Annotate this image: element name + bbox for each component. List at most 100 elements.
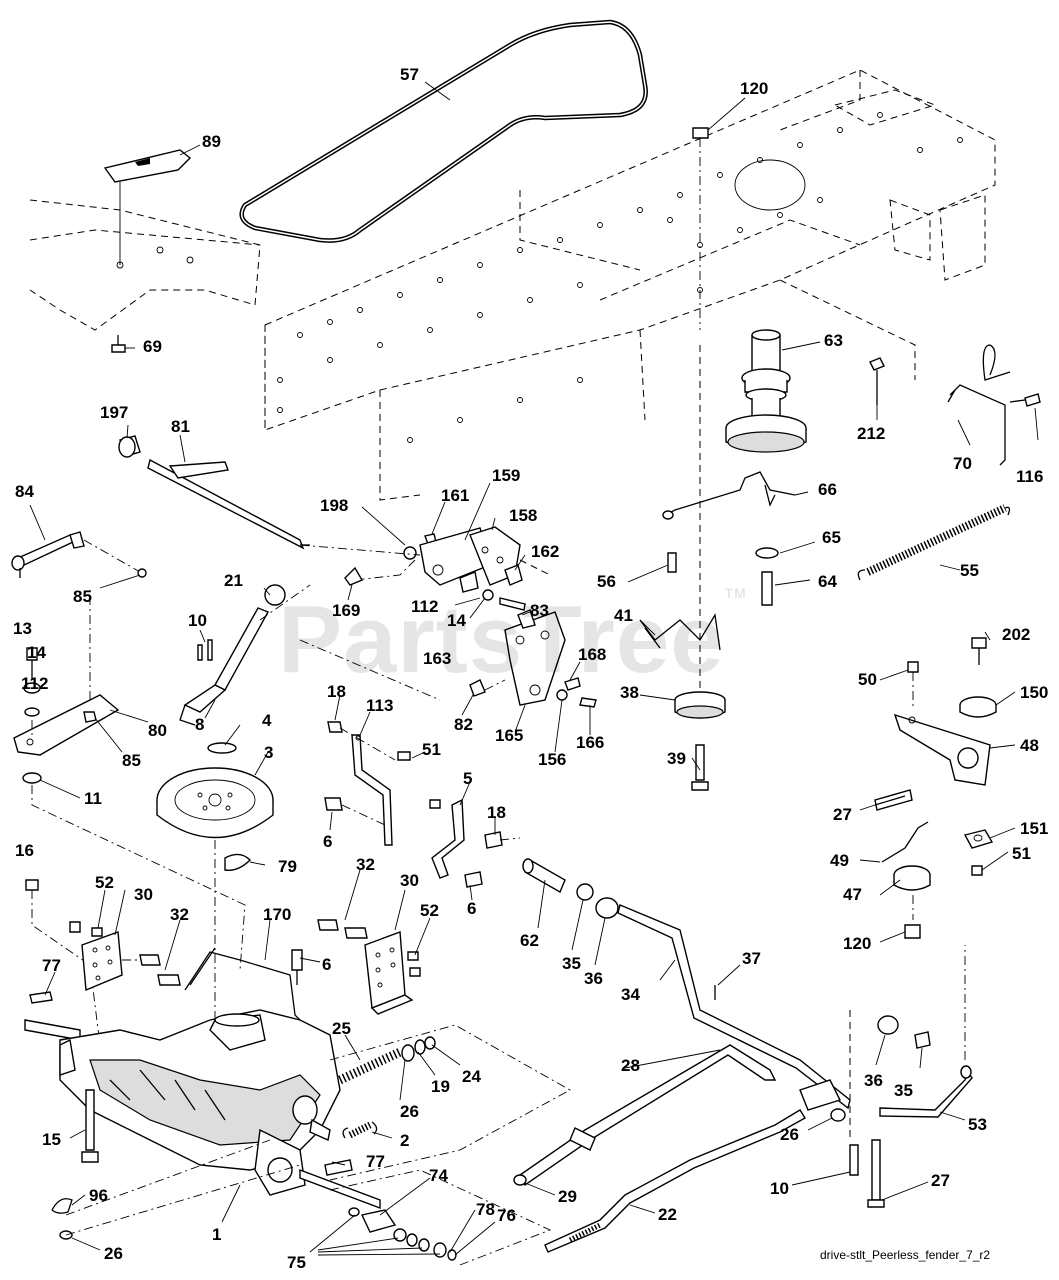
- callout-14a: 14: [447, 611, 466, 630]
- callout-64: 64: [818, 572, 837, 591]
- callout-78: 78: [476, 1200, 495, 1219]
- left-mount-plate-30: [25, 879, 181, 1046]
- callout-32a: 32: [356, 855, 375, 874]
- callout-35a: 35: [562, 954, 581, 973]
- drive-belt: [239, 19, 648, 243]
- callout-159: 159: [492, 466, 521, 485]
- fender-plate-89: [103, 149, 192, 353]
- callout-50: 50: [858, 670, 877, 689]
- callout-18b: 18: [487, 803, 506, 822]
- callout-27b: 27: [931, 1171, 950, 1190]
- callout-3: 3: [264, 743, 274, 762]
- callout-113: 113: [366, 696, 394, 715]
- callout-170: 170: [263, 905, 292, 924]
- callout-35b: 35: [894, 1081, 913, 1100]
- callout-6c: 6: [322, 955, 332, 974]
- callout-169: 169: [332, 601, 361, 620]
- callout-52b: 52: [420, 901, 439, 920]
- callout-8: 8: [195, 715, 205, 734]
- callout-21: 21: [224, 571, 243, 590]
- trademark-symbol: TM: [724, 585, 747, 601]
- callout-39: 39: [667, 749, 686, 768]
- transmission-1: [24, 1009, 381, 1210]
- callout-4: 4: [262, 711, 272, 730]
- callout-82: 82: [454, 715, 473, 734]
- watermark: PartsTreeTM: [278, 585, 747, 693]
- callout-112a: 112: [411, 597, 439, 616]
- callout-30b: 30: [400, 871, 419, 890]
- lever-bracket-group: [299, 526, 597, 708]
- callout-65: 65: [822, 528, 841, 547]
- callout-49: 49: [830, 851, 849, 870]
- callout-10a: 10: [188, 611, 207, 630]
- right-mount-plate-30: [291, 919, 421, 1015]
- callout-57: 57: [400, 65, 419, 84]
- linkage-rod-84: [11, 531, 147, 578]
- callout-96: 96: [89, 1186, 108, 1205]
- callout-47: 47: [843, 885, 862, 904]
- callout-10b: 10: [770, 1179, 789, 1198]
- callout-85a: 85: [73, 587, 92, 606]
- callout-26c: 26: [104, 1244, 123, 1263]
- callout-19: 19: [431, 1077, 450, 1096]
- callout-75: 75: [287, 1253, 306, 1272]
- callout-76: 76: [497, 1206, 516, 1225]
- callout-63: 63: [824, 331, 843, 350]
- callout-198: 198: [320, 496, 349, 515]
- callout-41: 41: [614, 606, 633, 625]
- callout-18a: 18: [327, 682, 346, 701]
- callout-70: 70: [953, 454, 972, 473]
- callout-48: 48: [1020, 736, 1039, 755]
- callout-163: 163: [423, 649, 452, 668]
- leader-lines: [29, 81, 1039, 1256]
- left-linkage-group: [13, 590, 246, 971]
- callout-15: 15: [42, 1130, 61, 1149]
- mid-brackets-group: [324, 721, 521, 888]
- wire-170: [29, 947, 301, 1021]
- callout-14b: 14: [27, 643, 46, 662]
- idler-arm-group: [639, 345, 796, 791]
- callout-120b: 120: [843, 934, 872, 953]
- callout-166: 166: [576, 733, 605, 752]
- callout-83: 83: [530, 601, 549, 620]
- callout-202: 202: [1002, 625, 1031, 644]
- callout-37: 37: [742, 949, 761, 968]
- callout-6a: 6: [323, 832, 333, 851]
- frame-holes: [116, 112, 963, 443]
- callout-51b: 51: [1012, 844, 1031, 863]
- callout-6b: 6: [467, 899, 477, 918]
- callout-116: 116: [1016, 467, 1044, 486]
- callout-52a: 52: [95, 873, 114, 892]
- callout-197: 197: [100, 403, 129, 422]
- callout-5: 5: [463, 769, 473, 788]
- callout-55: 55: [960, 561, 979, 580]
- callout-81: 81: [171, 417, 190, 436]
- callout-38: 38: [620, 683, 639, 702]
- callout-2: 2: [400, 1131, 410, 1150]
- callout-26a: 26: [780, 1125, 799, 1144]
- callout-27a: 27: [833, 805, 852, 824]
- callout-28: 28: [621, 1056, 640, 1075]
- callout-84: 84: [15, 482, 34, 501]
- callout-156: 156: [538, 750, 567, 769]
- brake-linkage-group: [513, 858, 973, 1253]
- callout-29: 29: [558, 1187, 577, 1206]
- callout-112b: 112: [21, 674, 49, 693]
- shift-lever-8: [179, 584, 441, 726]
- callout-62: 62: [520, 931, 539, 950]
- callout-69: 69: [143, 337, 162, 356]
- callout-89: 89: [202, 132, 221, 151]
- callout-168: 168: [578, 645, 607, 664]
- callout-165: 165: [495, 726, 524, 745]
- diagram-caption: drive-stlt_Peerless_fender_7_r2: [820, 1248, 991, 1262]
- callout-66: 66: [818, 480, 837, 499]
- callout-79: 79: [278, 857, 297, 876]
- callout-26b: 26: [400, 1102, 419, 1121]
- lower-hardware: [51, 1089, 552, 1266]
- shift-rod-81: [118, 435, 310, 550]
- callout-22: 22: [658, 1205, 677, 1224]
- callout-32b: 32: [170, 905, 189, 924]
- callout-80: 80: [148, 721, 167, 740]
- callout-51a: 51: [422, 740, 441, 759]
